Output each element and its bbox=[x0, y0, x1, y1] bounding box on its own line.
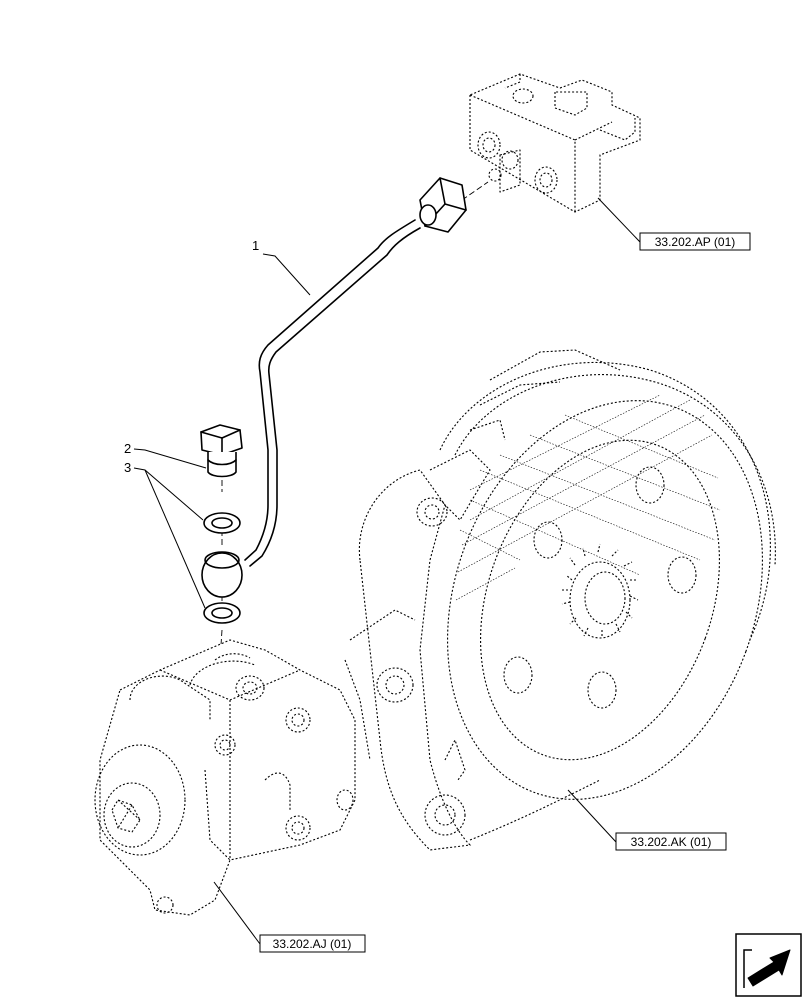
callout-3-number: 3 bbox=[124, 460, 131, 475]
reference-pump[interactable]: 33.202.AJ (01) bbox=[213, 881, 366, 953]
arrow-icon[interactable] bbox=[735, 933, 802, 997]
tube-assembly bbox=[244, 177, 467, 567]
reference-brake-disc-label: 33.202.AK (01) bbox=[631, 835, 712, 849]
reference-pump-label: 33.202.AJ (01) bbox=[273, 937, 352, 951]
callout-3: 3 bbox=[124, 460, 206, 609]
reference-valve-block-label: 33.202.AP (01) bbox=[655, 235, 736, 249]
reference-valve-block[interactable]: 33.202.AP (01) bbox=[597, 197, 751, 251]
callout-1-number: 1 bbox=[252, 238, 259, 253]
pump-body bbox=[94, 639, 356, 916]
valve-block bbox=[469, 73, 641, 213]
callout-1: 1 bbox=[252, 238, 311, 296]
brake-disc-assembly bbox=[344, 349, 776, 851]
reference-brake-disc[interactable]: 33.202.AK (01) bbox=[567, 789, 727, 851]
sealing-washer-lower bbox=[203, 602, 241, 624]
banjo-bolt bbox=[200, 424, 243, 478]
friction-lining-hatch bbox=[455, 394, 721, 601]
callout-2-number: 2 bbox=[124, 441, 131, 456]
callout-2: 2 bbox=[124, 441, 207, 469]
sealing-washer-upper bbox=[203, 512, 241, 534]
banjo-fitting bbox=[201, 551, 243, 598]
